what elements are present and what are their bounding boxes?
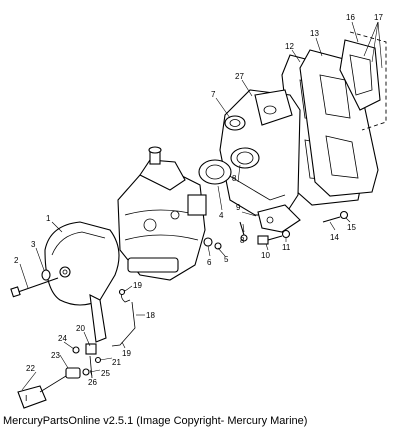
exploded-parts-diagram: Ⅰ 1 2 3 (10, 13, 387, 409)
silencer-cover (44, 221, 120, 343)
callout-8-lower: 8 (240, 236, 245, 245)
callout-14: 14 (330, 233, 339, 242)
copyright-footer: MercuryPartsOnline v2.5.1 (Image Copyrig… (3, 415, 308, 427)
gasket (198, 159, 232, 185)
leader-lines (19, 21, 383, 391)
callout-21: 21 (112, 358, 121, 367)
reed-block-16 (339, 31, 387, 131)
callout-11: 11 (282, 243, 291, 252)
choke-rod (111, 301, 136, 347)
callout-6: 6 (207, 258, 212, 267)
callout-8-upper: 8 (232, 174, 237, 183)
callout-9: 9 (236, 203, 241, 212)
callout-15: 15 (347, 223, 356, 232)
callout-22: 22 (26, 364, 35, 373)
carburetor (117, 146, 207, 281)
bolt-assembly (10, 269, 59, 298)
screws-10-11 (257, 229, 291, 245)
callout-3: 3 (31, 240, 36, 249)
callout-27: 27 (235, 72, 244, 81)
svg-text:Ⅰ: Ⅰ (25, 394, 27, 403)
linkage-bracket (257, 204, 301, 233)
callout-7: 7 (211, 90, 216, 99)
callout-1: 1 (46, 214, 51, 223)
callout-5: 5 (224, 255, 229, 264)
callout-19-lower: 19 (122, 349, 131, 358)
callout-25: 25 (101, 369, 110, 378)
callout-24: 24 (58, 334, 67, 343)
callout-18: 18 (146, 311, 155, 320)
callout-13: 13 (310, 29, 319, 38)
screws-14-15 (322, 210, 349, 223)
callout-10: 10 (261, 251, 270, 260)
callout-4: 4 (219, 211, 224, 220)
screw-8-nuts-5-6 (203, 221, 248, 250)
intake-housing (219, 89, 301, 216)
callout-16: 16 (346, 13, 355, 22)
callout-19-upper: 19 (133, 281, 142, 290)
callout-2: 2 (14, 256, 19, 265)
callout-26: 26 (88, 378, 97, 387)
fuel-hose (118, 288, 131, 303)
callout-20: 20 (76, 324, 85, 333)
choke-knob-assembly: Ⅰ (17, 343, 102, 409)
callout-17: 17 (374, 13, 383, 22)
callout-12: 12 (285, 42, 294, 51)
callout-23: 23 (51, 351, 60, 360)
callout-labels: 1 2 3 4 5 6 7 8 8 9 10 11 12 13 14 15 16… (14, 13, 383, 387)
